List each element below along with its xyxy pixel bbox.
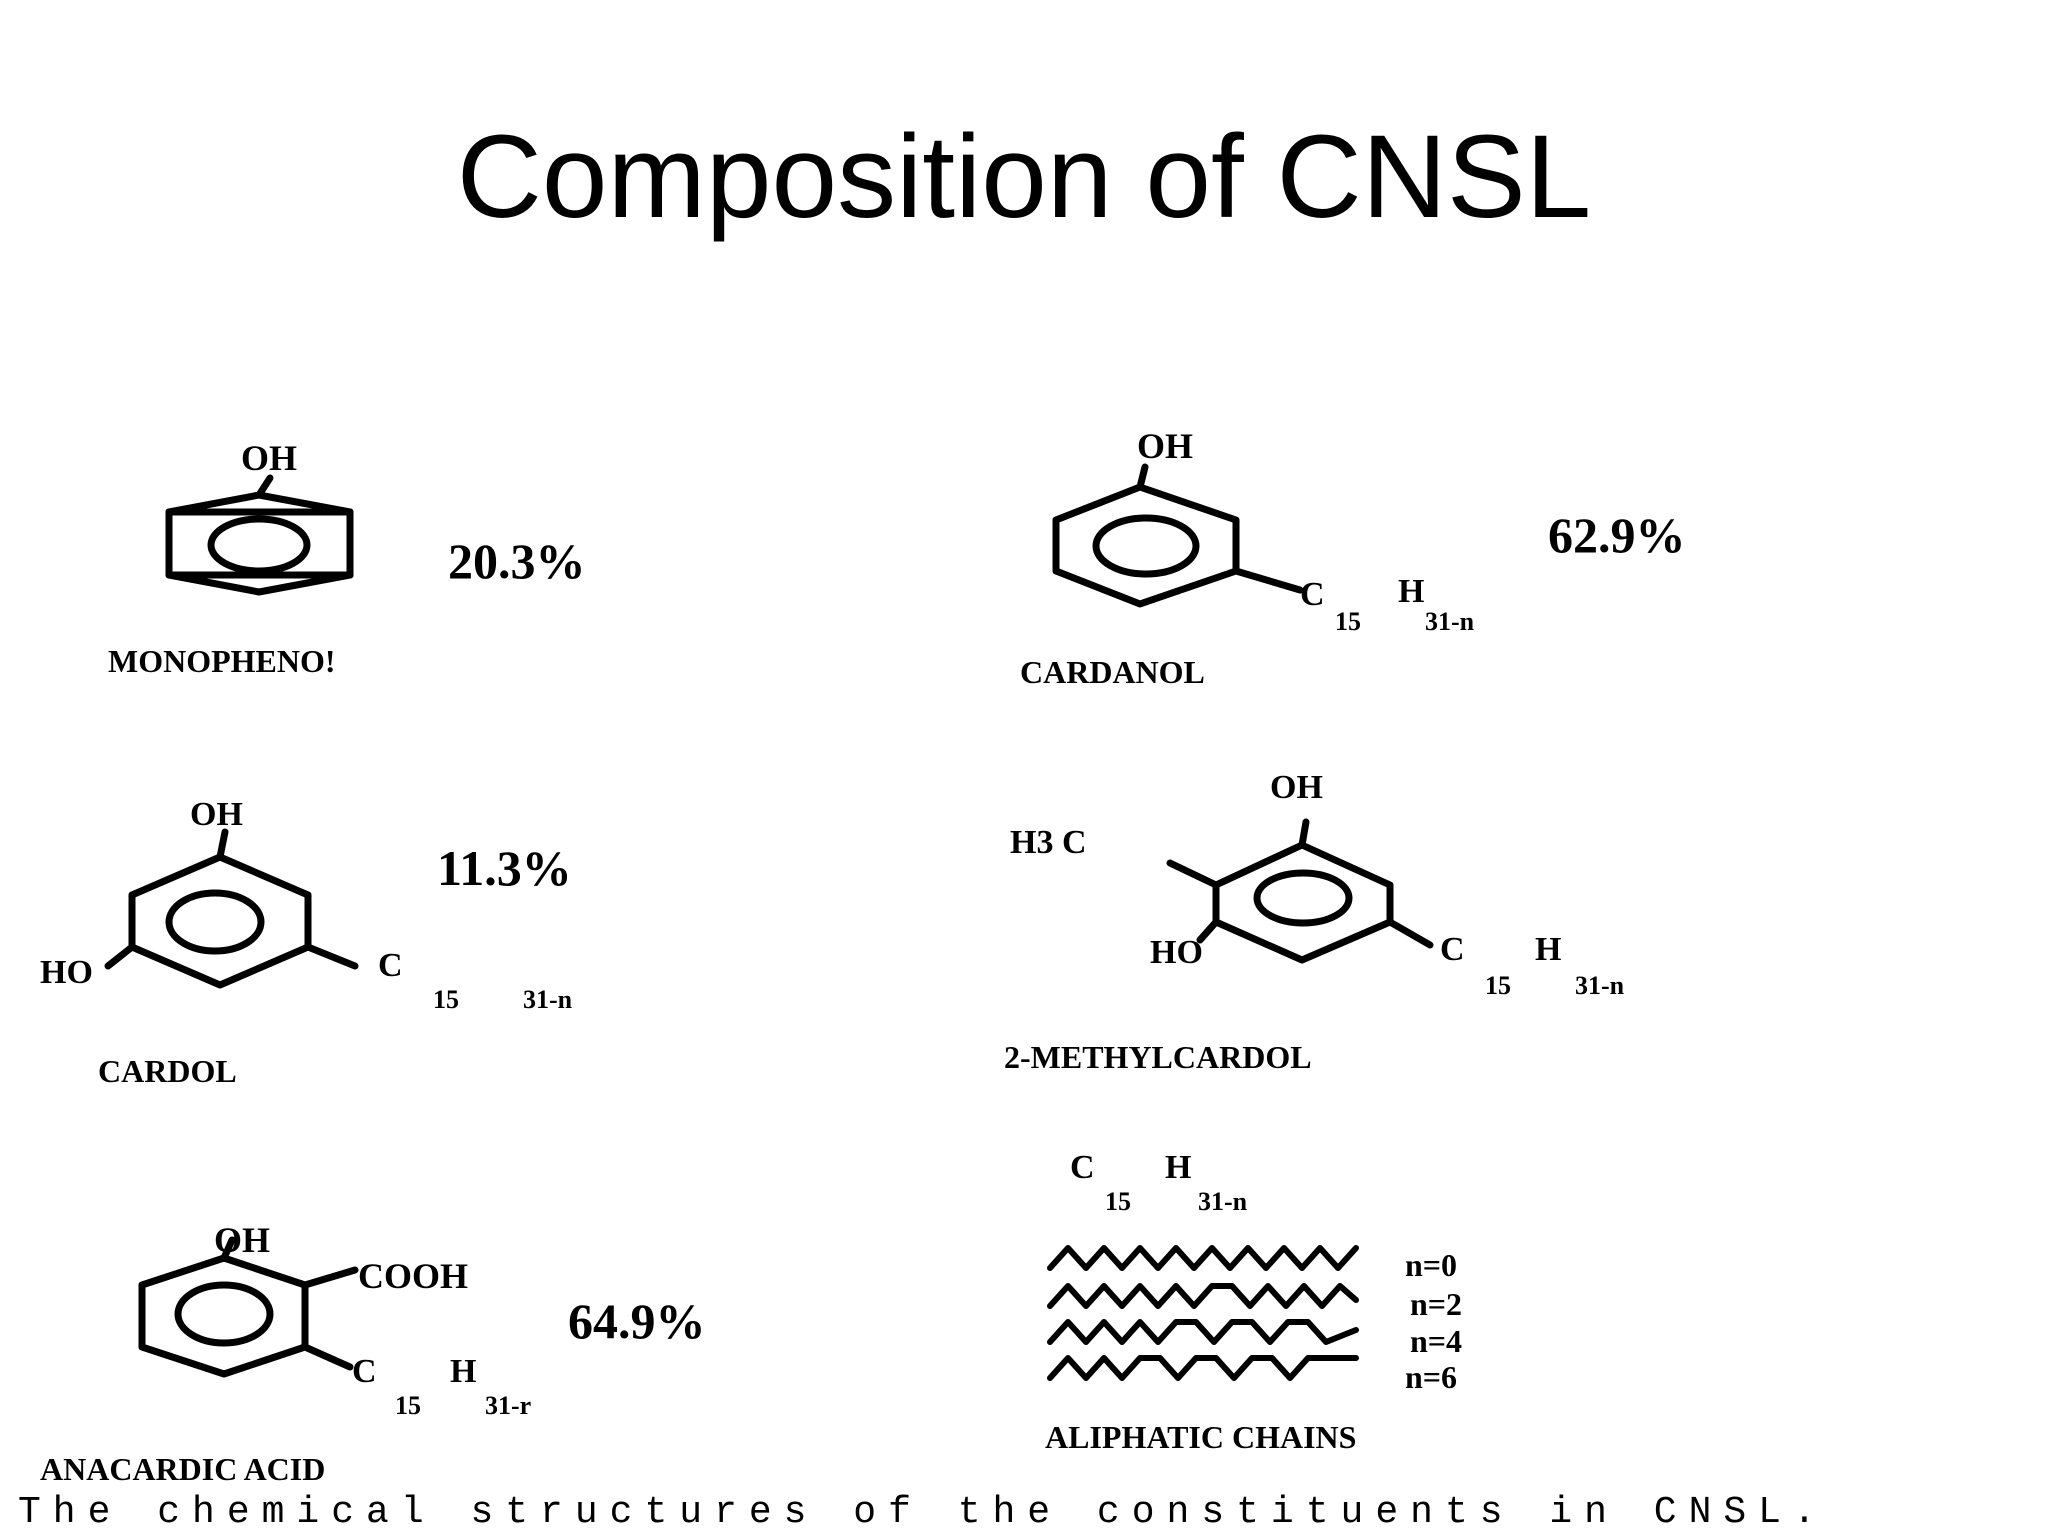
monophenol-percent: 20.3% [448,533,586,589]
methylcardol-c-label: C [1440,931,1465,968]
benzene-ring [165,491,354,596]
anacardic-h-sub: 31-r [485,1391,531,1420]
anacardic-name: ANACARDIC ACID [40,1451,325,1487]
aromatic-circle [165,889,265,955]
benzene-ring [1052,483,1240,608]
methylcardol-structure [1166,818,1434,964]
figure-caption: The chemical structures of the constitue… [18,1491,1828,1534]
aromatic-circle [207,515,311,575]
aromatic-circle [1253,869,1353,927]
aliphatic-c-label: C [1070,1149,1095,1186]
cardanol-h-label: H [1398,573,1424,610]
cardol-c-sub: 15 [433,985,459,1014]
chain-label-n0: n=0 [1405,1247,1457,1283]
anacardic-c-sub: 15 [395,1391,421,1420]
anacardic-h-label: H [450,1353,476,1390]
cardanol-c-sub: 15 [1335,607,1361,636]
chain-n6 [1047,1355,1359,1381]
cardanol-oh-label: OH [1137,426,1193,466]
cardol-ho-label: HO [40,954,93,991]
cardol-percent: 11.3% [437,840,572,896]
benzene-ring [1212,841,1394,964]
chain-n2 [1047,1283,1359,1309]
chain-label-n2: n=2 [1410,1286,1462,1322]
cardanol-h-sub: 31-n [1425,607,1475,636]
aliphatic-name: ALIPHATIC CHAINS [1045,1419,1356,1455]
aliphatic-h-label: H [1165,1149,1191,1186]
anacardic-acid-structure [138,1236,359,1378]
chain-label-n4: n=4 [1410,1323,1462,1359]
chain-n4 [1047,1319,1359,1345]
benzene-ring [128,853,312,989]
aromatic-circle [1092,514,1200,578]
methylcardol-ho-label: HO [1150,934,1203,971]
cardanol-percent: 62.9% [1548,507,1686,563]
cardanol-c-label: C [1300,576,1325,613]
anacardic-percent: 64.9% [568,1293,706,1349]
monophenol-structure [165,474,354,596]
monophenol-name: MONOPHENO! [108,643,336,679]
benzene-ring [138,1254,309,1378]
methylcardol-h3c-label: H3 C [1010,824,1087,861]
cardanol-structure [1052,463,1304,608]
anacardic-c-label: C [352,1353,377,1390]
monophenol-oh-label: OH [241,438,297,478]
methylcardol-name: 2-METHYLCARDOL [1004,1039,1312,1075]
chain-n0 [1047,1245,1359,1271]
anacardic-cooh-label: COOH [358,1256,468,1296]
aliphatic-h-sub: 31-n [1198,1187,1248,1216]
methylcardol-oh-label: OH [1270,769,1323,806]
cardol-h-sub: 31-n [523,985,573,1014]
cardol-name: CARDOL [98,1053,237,1089]
anacardic-oh-label: OH [214,1220,270,1260]
chain-label-n6: n=6 [1405,1359,1457,1395]
aliphatic-c-sub: 15 [1105,1187,1131,1216]
aromatic-circle [174,1281,274,1347]
cardol-structure [104,828,359,989]
cardol-c-label: C [378,947,403,984]
methylcardol-c-sub: 15 [1485,971,1511,1000]
cardanol-name: CARDANOL [1020,654,1205,690]
aliphatic-chains-structure [1047,1245,1359,1381]
methylcardol-h-label: H [1535,931,1561,968]
cardol-oh-label: OH [190,796,243,833]
slide-title: Composition of CNSL [456,111,1592,243]
methylcardol-h-sub: 31-n [1575,971,1625,1000]
